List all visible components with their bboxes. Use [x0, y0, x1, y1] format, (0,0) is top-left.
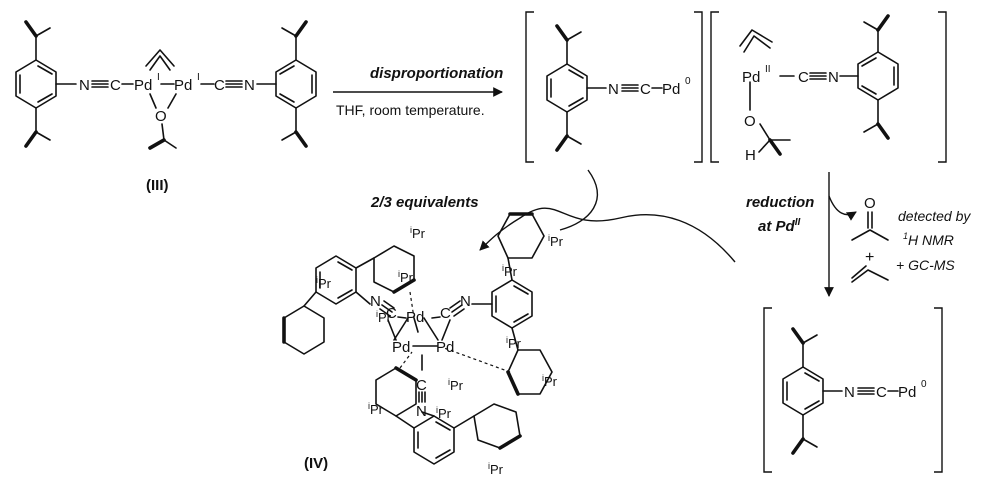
byproducts [851, 211, 889, 283]
aryl-ring-right [256, 20, 317, 148]
curved-arrow-to-IV [479, 207, 736, 263]
curved-arrow-pd0-merge [559, 169, 599, 231]
compound-III-label: (III) [146, 177, 169, 194]
IV-pd-top: Pd [406, 309, 424, 326]
IV-n-left: N [370, 293, 381, 310]
equivalents-label: 2/3 equivalents [370, 194, 479, 211]
product-pd0-bracket [525, 11, 703, 163]
arrow1-condition-bottom: THF, room temperature. [336, 102, 485, 118]
ipr-1: iPr [410, 225, 426, 241]
ipr-5: iPr [548, 233, 564, 249]
IV-n-bottom: N [416, 403, 427, 420]
byproduct-plus: + [865, 249, 874, 266]
atom-n-right: N [244, 77, 255, 94]
pd0b-pd: Pd [898, 384, 916, 401]
atom-pd-2-ox: I [197, 72, 200, 83]
IV-pd-right: Pd [436, 339, 454, 356]
ipr-9: iPr [448, 377, 464, 393]
IV-n-right: N [460, 293, 471, 310]
detected-line-1: detected by [898, 208, 971, 224]
ipr-8: iPr [542, 373, 558, 389]
ipr-6: iPr [502, 263, 518, 279]
IV-c-left: C [386, 305, 397, 322]
ipr-7: iPr [506, 335, 522, 351]
atom-pd-1: Pd [134, 77, 152, 94]
compound-IV-structure [282, 212, 553, 465]
ipr-12: iPr [488, 461, 504, 477]
pd0b-n: N [844, 384, 855, 401]
pd2-pd: Pd [742, 69, 760, 86]
ipr-10: iPr [368, 401, 384, 417]
atom-n-left: N [79, 77, 90, 94]
byproduct-branch-arrow [828, 195, 857, 221]
pd2-h: H [745, 147, 756, 164]
ipr-4: iPr [376, 309, 392, 325]
reduction-label-a: reduction [746, 194, 814, 211]
detected-line-2: 1H NMR [903, 231, 954, 248]
product-pd0-bottom [763, 307, 943, 473]
ipr-labels: iPr iPr iPr iPr iPr iPr iPr iPr iPr iPr … [316, 225, 564, 477]
pd2-n: N [828, 69, 839, 86]
allyl-bridge [145, 49, 175, 71]
ipr-3: iPr [316, 275, 332, 291]
product-pd2-bracket [710, 11, 947, 163]
atom-o-bridge: O [155, 108, 167, 125]
pd0b-c: C [876, 384, 887, 401]
compound-IV-label: (IV) [304, 455, 328, 472]
IV-c-bottom: C [416, 377, 427, 394]
aryl-ring-left [15, 20, 77, 148]
pd0-pd: Pd [662, 81, 680, 98]
ipr-11: iPr [436, 405, 452, 421]
IV-pd-left: Pd [392, 339, 410, 356]
atom-pd-1-ox: I [157, 72, 160, 83]
ipr-2: iPr [398, 269, 414, 285]
atom-c-left: C [110, 77, 121, 94]
pd0-c: C [640, 81, 651, 98]
IV-c-right: C [440, 305, 451, 322]
reduction-label-b: at PdII [758, 217, 800, 235]
pd2-ox: II [765, 64, 771, 75]
pd0-n: N [608, 81, 619, 98]
acetone-o: O [864, 195, 876, 212]
pd0-ox: 0 [685, 76, 691, 87]
detected-line-3: + GC-MS [896, 257, 955, 273]
compound-III-structure: N C Pd I Pd I C N O [15, 20, 317, 150]
arrow1-condition-top: disproportionation [370, 65, 503, 82]
atom-pd-2: Pd [174, 77, 192, 94]
atom-c-right: C [214, 77, 225, 94]
pd0b-ox: 0 [921, 379, 927, 390]
pd2-o: O [744, 113, 756, 130]
pd2-c: C [798, 69, 809, 86]
